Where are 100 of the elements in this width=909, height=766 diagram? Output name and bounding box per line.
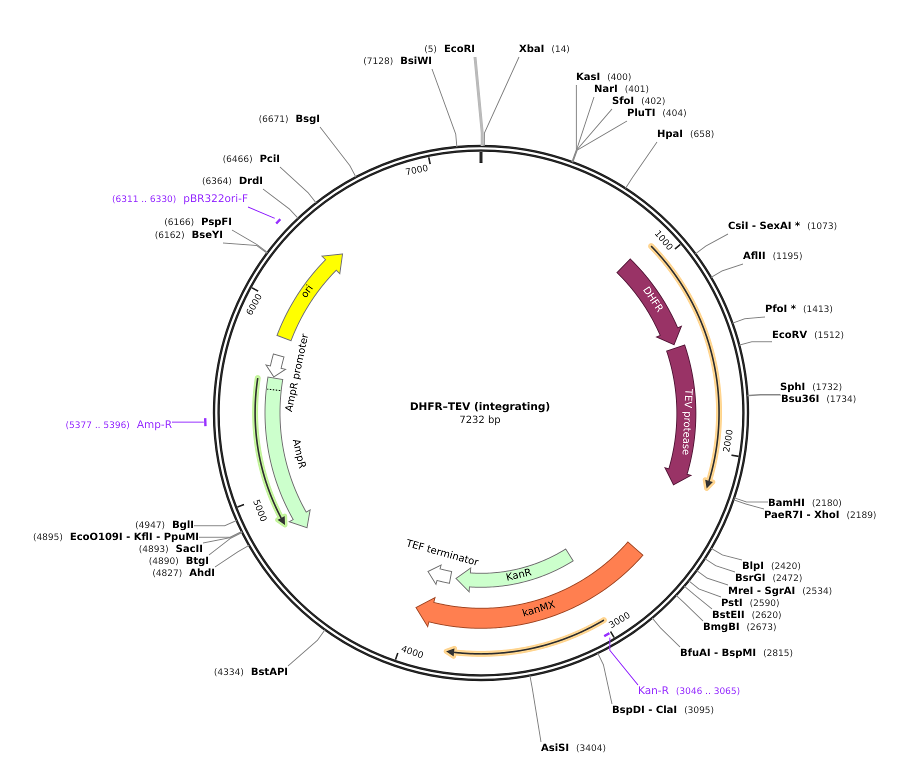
leader-line (676, 594, 704, 622)
site-position: (1073) (807, 221, 838, 234)
site-position: (4895) (32, 532, 63, 545)
primer-name: Kan-R (638, 685, 669, 698)
site-position: (1195) (772, 251, 803, 264)
primer-marker-icon (602, 632, 610, 638)
primer-range: (5377 .. 5396) (66, 420, 130, 433)
leader-line (280, 166, 317, 204)
enzyme-name: BsgI (296, 113, 320, 126)
enzyme-name: PaeR7I - XhoI (764, 509, 840, 522)
enzyme-name: BseYI (192, 229, 223, 242)
leader-line (688, 580, 722, 598)
site-position: (3404) (576, 743, 606, 756)
site-position: (4893) (138, 544, 169, 557)
leader-line (696, 570, 728, 586)
leader-line (172, 422, 204, 423)
site-position: (5) (424, 44, 437, 56)
tick-label: 4000 (400, 644, 425, 662)
leader-line (738, 341, 772, 346)
tick-label: 5000 (250, 498, 268, 524)
leader-line (704, 558, 736, 572)
site-position: (1732) (812, 382, 842, 394)
site-position: (2180) (812, 498, 842, 510)
leader-line (262, 188, 299, 219)
primer-range: (6311 .. 6330) (112, 194, 176, 207)
enzyme-name: AflII (743, 250, 766, 263)
leader-line (734, 497, 768, 502)
site-position: (401) (624, 84, 649, 96)
enzyme-name: BsrGI (735, 572, 766, 585)
enzyme-name: PstI (721, 597, 743, 610)
leader-line (571, 84, 577, 162)
leader-line (232, 230, 268, 254)
leader-line (208, 532, 243, 556)
leader-line (733, 499, 764, 510)
leader-line (684, 586, 712, 610)
site-position: (404) (662, 108, 687, 121)
feature-label: ori (300, 283, 317, 301)
enzyme-name: XbaI (519, 43, 544, 56)
enzyme-name: AhdI (189, 567, 215, 580)
site-position: (658) (690, 129, 714, 142)
enzyme-name: NarI (594, 83, 618, 96)
site-position: (4334) (214, 667, 244, 680)
feature-label: TEV protease (678, 388, 694, 456)
enzyme-name: HpaI (657, 128, 683, 141)
leader-line (710, 548, 742, 560)
enzyme-name: PluTI (627, 107, 656, 120)
enzyme-name: KasI (576, 71, 600, 84)
leader-line (652, 617, 680, 648)
leader-line (202, 531, 242, 544)
site-position: (2472) (772, 573, 802, 586)
leader-line (624, 142, 658, 189)
site-position: (4827) (152, 568, 182, 581)
map-title: DHFR–TEV (integrating) (410, 401, 550, 414)
leader-line (572, 96, 594, 163)
enzyme-name: BmgBI (703, 621, 740, 634)
leader-line (710, 264, 744, 278)
leader-line (572, 120, 628, 163)
enzyme-name: MreI - SgrAI (728, 585, 796, 598)
site-position: (6166) (164, 217, 194, 230)
leader-line (484, 56, 520, 147)
primer-marker-icon (204, 416, 206, 428)
enzyme-name: AsiSI (541, 742, 570, 755)
enzyme-name: SphI (780, 381, 806, 394)
enzyme-name: BstAPI (250, 666, 288, 679)
leader-line (609, 637, 638, 686)
site-position: (4890) (148, 556, 179, 569)
enzyme-name: BstEII (712, 609, 745, 622)
site-position: (14) (551, 44, 570, 57)
enzyme-name: EcoRI (444, 43, 475, 56)
leader-line (194, 520, 238, 526)
site-position: (2673) (746, 622, 776, 635)
enzyme-name: BsiWI (400, 55, 432, 68)
site-position: (2815) (763, 648, 794, 661)
enzyme-name: PciI (260, 153, 280, 166)
site-position: (1413) (802, 304, 833, 317)
site-position: (3095) (684, 705, 714, 718)
leader-line (222, 242, 268, 254)
enzyme-name: EcoO109I - KflI - PpuMI (70, 531, 199, 544)
site-position: (6671) (258, 114, 289, 127)
enzyme-name: BtgI (186, 555, 209, 568)
leader-line (572, 108, 612, 163)
leader-line (694, 234, 728, 254)
site-position: (2534) (802, 586, 832, 599)
leader-line (597, 652, 612, 704)
enzyme-name: PfoI * (765, 303, 796, 316)
leader-line (198, 530, 242, 538)
tick-label: 2000 (722, 428, 736, 453)
leader-line (320, 126, 356, 178)
enzyme-name: BspDI - ClaI (612, 704, 678, 717)
leader-line (248, 206, 276, 219)
site-position: (6364) (202, 176, 232, 189)
site-position: (2620) (752, 610, 782, 623)
feature-label: kanMX (521, 599, 558, 620)
enzyme-name: CsiI - SexAI * (728, 220, 800, 233)
enzyme-name: BglI (172, 519, 194, 532)
site-position: (1734) (826, 394, 856, 407)
site-position: (1512) (814, 330, 844, 343)
primer-name: Amp-R (136, 419, 172, 432)
site-position: (6466) (222, 154, 253, 167)
sequence-length: 7232 bp (459, 415, 501, 427)
